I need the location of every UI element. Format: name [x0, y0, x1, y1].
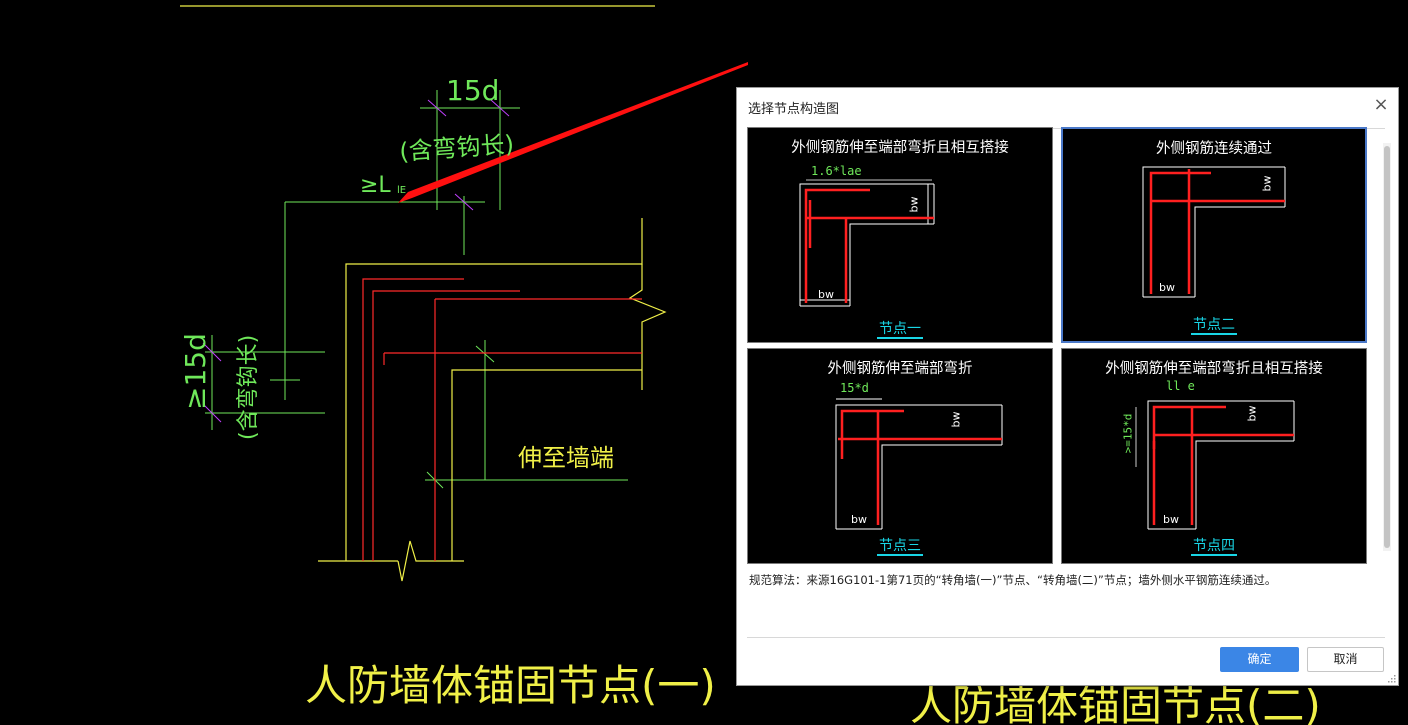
node-option-4-title: 外侧钢筋伸至端部弯折且相互搭接	[1105, 361, 1323, 377]
node-option-2[interactable]: 外侧钢筋连续通过 bw bw 节点二	[1061, 127, 1367, 343]
node-diagram-2	[1142, 166, 1286, 298]
node-diagram-3	[835, 398, 1003, 530]
bw-label-v: bw	[949, 411, 963, 428]
dim-left-note: (含弯钩长)	[236, 335, 261, 440]
caption-main: 人防墙体锚固节点(一)	[305, 661, 716, 710]
anchor-sub: lE	[397, 185, 406, 196]
bw-label-v: bw	[907, 196, 921, 213]
node-label-3: 节点三	[877, 538, 923, 556]
bw-label-h: bw	[851, 513, 867, 526]
divider	[747, 637, 1385, 638]
wall-end-label: 伸至墙端	[518, 444, 614, 472]
bw-label-h: bw	[818, 288, 834, 301]
node-label-1: 节点一	[877, 321, 923, 339]
node-label-4: 节点四	[1191, 538, 1237, 556]
close-icon[interactable]: ×	[1373, 94, 1389, 115]
node-diagram-4	[1135, 400, 1295, 530]
resize-grip-icon[interactable]	[1387, 674, 1396, 683]
dim-label: 15*d	[840, 381, 869, 395]
cancel-button[interactable]: 取消	[1307, 647, 1384, 672]
rule-description: 规范算法：来源16G101-1第71页的“转角墙(一)”节点、“转角墙(二)”节…	[749, 573, 1277, 587]
dim-label: ll e	[1166, 379, 1195, 393]
confirm-button[interactable]: 确定	[1220, 647, 1299, 672]
bw-label-v: bw	[1260, 175, 1274, 192]
dim-label-v: >=15*d	[1121, 413, 1135, 454]
dim-15d-left: ≥15d	[179, 333, 212, 410]
node-label-2: 节点二	[1191, 317, 1237, 335]
scrollbar-thumb[interactable]	[1384, 146, 1390, 548]
dim-15d-top: 15d	[446, 74, 499, 107]
anchor-label: ≥L	[360, 173, 391, 198]
bw-label-h: bw	[1159, 281, 1175, 294]
node-option-1-title: 外侧钢筋伸至端部弯折且相互搭接	[791, 140, 1009, 156]
node-diagram-1	[799, 179, 935, 307]
caption-partial: 人防墙体锚固节点(二)	[910, 681, 1321, 725]
node-option-3[interactable]: 外侧钢筋伸至端部弯折 15*d bw bw 节点三	[747, 348, 1053, 564]
node-option-2-title: 外侧钢筋连续通过	[1156, 141, 1272, 157]
bw-label-h: bw	[1163, 513, 1179, 526]
node-option-3-title: 外侧钢筋伸至端部弯折	[827, 361, 973, 377]
bw-label-v: bw	[1245, 405, 1259, 422]
node-option-1[interactable]: 外侧钢筋伸至端部弯折且相互搭接 1.6*lae bw bw 节点一	[747, 127, 1053, 343]
node-option-4[interactable]: 外侧钢筋伸至端部弯折且相互搭接 ll e >=15*d bw bw 节点四	[1061, 348, 1367, 564]
node-select-dialog: 选择节点构造图 × 外侧钢筋伸至端部弯折且相互搭接 1.6*lae bw bw …	[736, 87, 1399, 686]
dialog-title: 选择节点构造图	[748, 101, 840, 116]
dim-label: 1.6*lae	[811, 164, 862, 178]
